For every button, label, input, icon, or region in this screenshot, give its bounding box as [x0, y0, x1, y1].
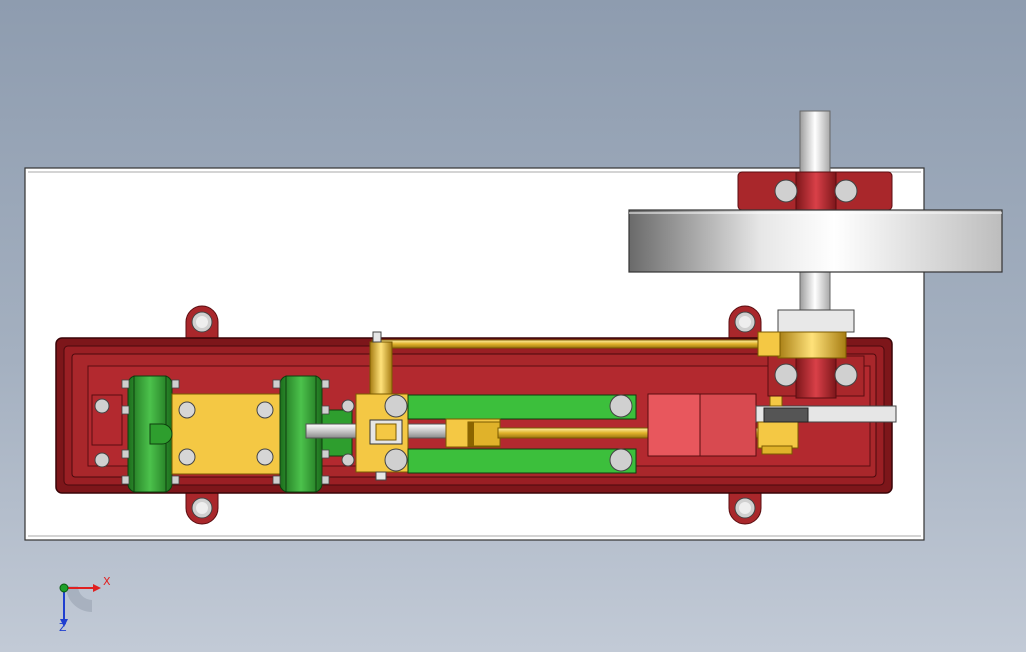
main-bearing-lower — [767, 355, 865, 399]
shaft-collar — [757, 309, 855, 359]
valve-linkage — [369, 331, 773, 481]
crank-assembly — [755, 395, 897, 455]
crosshead-guide — [355, 393, 637, 474]
crank-housing — [647, 393, 757, 457]
axis-triad — [59, 583, 101, 627]
cylinder-assembly — [91, 375, 355, 493]
z-axis-label: Z — [59, 621, 67, 634]
main-bearing-upper — [737, 171, 893, 211]
mounting-lugs — [185, 305, 762, 525]
flywheel — [628, 209, 1003, 273]
x-axis-label: X — [103, 575, 111, 588]
